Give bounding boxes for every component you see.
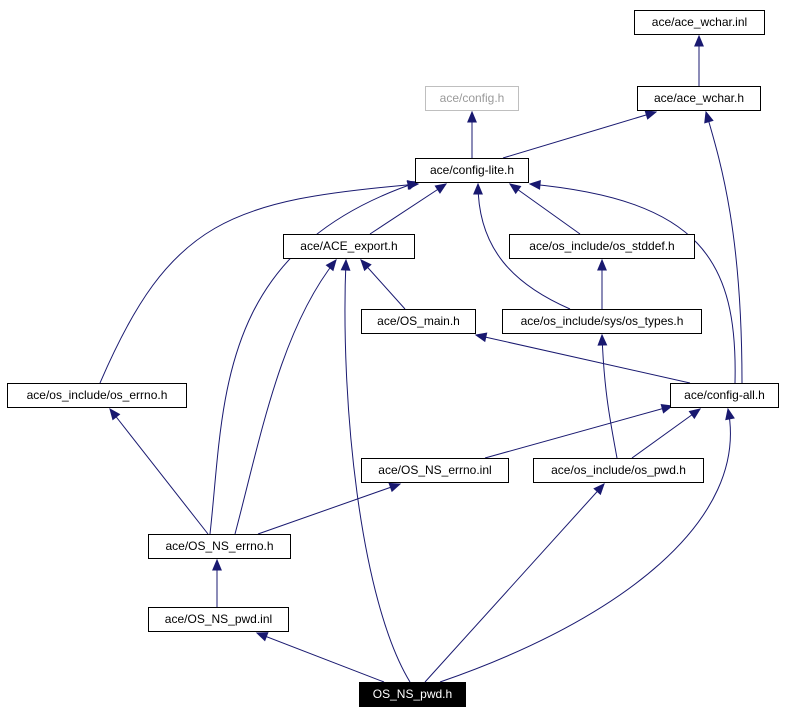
edge-os_ns_errno_h-to-ace_export_h [234,259,337,535]
arrowhead-os_pwd_h-to-config_all_h [688,408,702,420]
node-os-stddef-h[interactable]: ace/os_include/os_stddef.h [509,234,695,259]
arrowhead-os_ns_errno_h-to-os_errno_h [109,407,121,421]
edge-os_errno_h-to-config_lite_h [99,183,419,384]
node-os-ns-pwd-inl[interactable]: ace/OS_NS_pwd.inl [148,607,289,632]
arrowhead-config_all_h-to-os_main_h [474,332,488,343]
edge-os_pwd_h-to-sys_os_types_h [601,334,618,459]
edge-ace_export_h-to-config_lite_h [369,183,447,235]
arrowhead-sys_os_types_h-to-os_stddef_h [597,258,607,271]
arrowhead-os_ns_pwd_h-to-ace_export_h [340,258,351,271]
arrowhead-os_pwd_h-to-sys_os_types_h [597,333,608,346]
node-os-ns-errno-h[interactable]: ace/OS_NS_errno.h [148,534,291,559]
edge-config_all_h-to-os_main_h [475,334,691,384]
node-os-ns-errno-inl[interactable]: ace/OS_NS_errno.inl [361,458,509,483]
arrowhead-os_ns_pwd_h-to-os_ns_pwd_inl [255,632,269,642]
edge-os_pwd_h-to-config_all_h [631,408,701,459]
arrowhead-config_all_h-to-config_lite_h [528,180,541,190]
arrowhead-os_ns_pwd_inl-to-os_ns_errno_h [212,558,222,571]
arrowhead-os_stddef_h-to-config_lite_h [508,183,522,195]
arrowhead-config_lite_h-to-ace_wchar_h [644,110,658,120]
edge-os_main_h-to-ace_export_h [360,259,406,310]
edge-config_all_h-to-ace_wchar_h [705,111,743,384]
arrowhead-os_ns_errno_h-to-os_ns_errno_inl [388,482,402,493]
edge-os_ns_pwd_h-to-os_pwd_h [424,483,605,683]
edge-os_ns_pwd_h-to-os_ns_pwd_inl [256,632,385,683]
node-config-lite-h[interactable]: ace/config-lite.h [415,158,529,183]
edge-os_ns_errno_inl-to-config_all_h [484,405,673,459]
edge-os_stddef_h-to-config_lite_h [509,183,581,235]
node-os-pwd-h[interactable]: ace/os_include/os_pwd.h [533,458,704,483]
arrowhead-ace_wchar_h-to-ace_wchar_inl [694,34,704,47]
edge-config_all_h-to-config_lite_h [529,183,736,384]
node-os-errno-h[interactable]: ace/os_include/os_errno.h [7,383,187,408]
arrowhead-config_all_h-to-ace_wchar_h [704,110,714,124]
arrowhead-os_main_h-to-ace_export_h [360,259,372,272]
edge-os_ns_errno_h-to-os_errno_h [109,408,209,535]
node-ace-export-h[interactable]: ace/ACE_export.h [283,234,415,259]
node-config-h: ace/config.h [425,86,519,111]
edge-os_ns_pwd_h-to-config_all_h [439,408,731,683]
node-ace-wchar-inl[interactable]: ace/ace_wchar.inl [634,10,765,35]
node-ace-wchar-h[interactable]: ace/ace_wchar.h [637,86,761,111]
edge-os_ns_errno_h-to-os_ns_errno_inl [257,483,401,535]
edge-os_ns_errno_h-to-config_lite_h [209,181,419,535]
arrowhead-config_lite_h-to-config_h [467,110,477,123]
arrowhead-os_ns_errno_h-to-config_lite_h [406,180,420,191]
edge-os_ns_pwd_h-to-ace_export_h [344,259,411,683]
arrowhead-os_ns_pwd_h-to-os_pwd_h [593,483,605,496]
node-sys-os-types-h[interactable]: ace/os_include/sys/os_types.h [502,309,702,334]
edge-config_lite_h-to-ace_wchar_h [502,111,657,159]
node-config-all-h[interactable]: ace/config-all.h [670,383,779,408]
arrowhead-os_ns_errno_h-to-ace_export_h [325,258,337,272]
arrowhead-ace_export_h-to-config_lite_h [434,183,448,194]
arrowhead-os_ns_errno_inl-to-config_all_h [660,404,674,414]
node-os-main-h[interactable]: ace/OS_main.h [361,309,476,334]
arrowhead-os_ns_pwd_h-to-config_all_h [725,407,735,421]
edge-sys_os_types_h-to-config_lite_h [477,183,571,310]
arrowhead-sys_os_types_h-to-config_lite_h [473,182,483,195]
node-os-ns-pwd-h: OS_NS_pwd.h [359,682,466,707]
